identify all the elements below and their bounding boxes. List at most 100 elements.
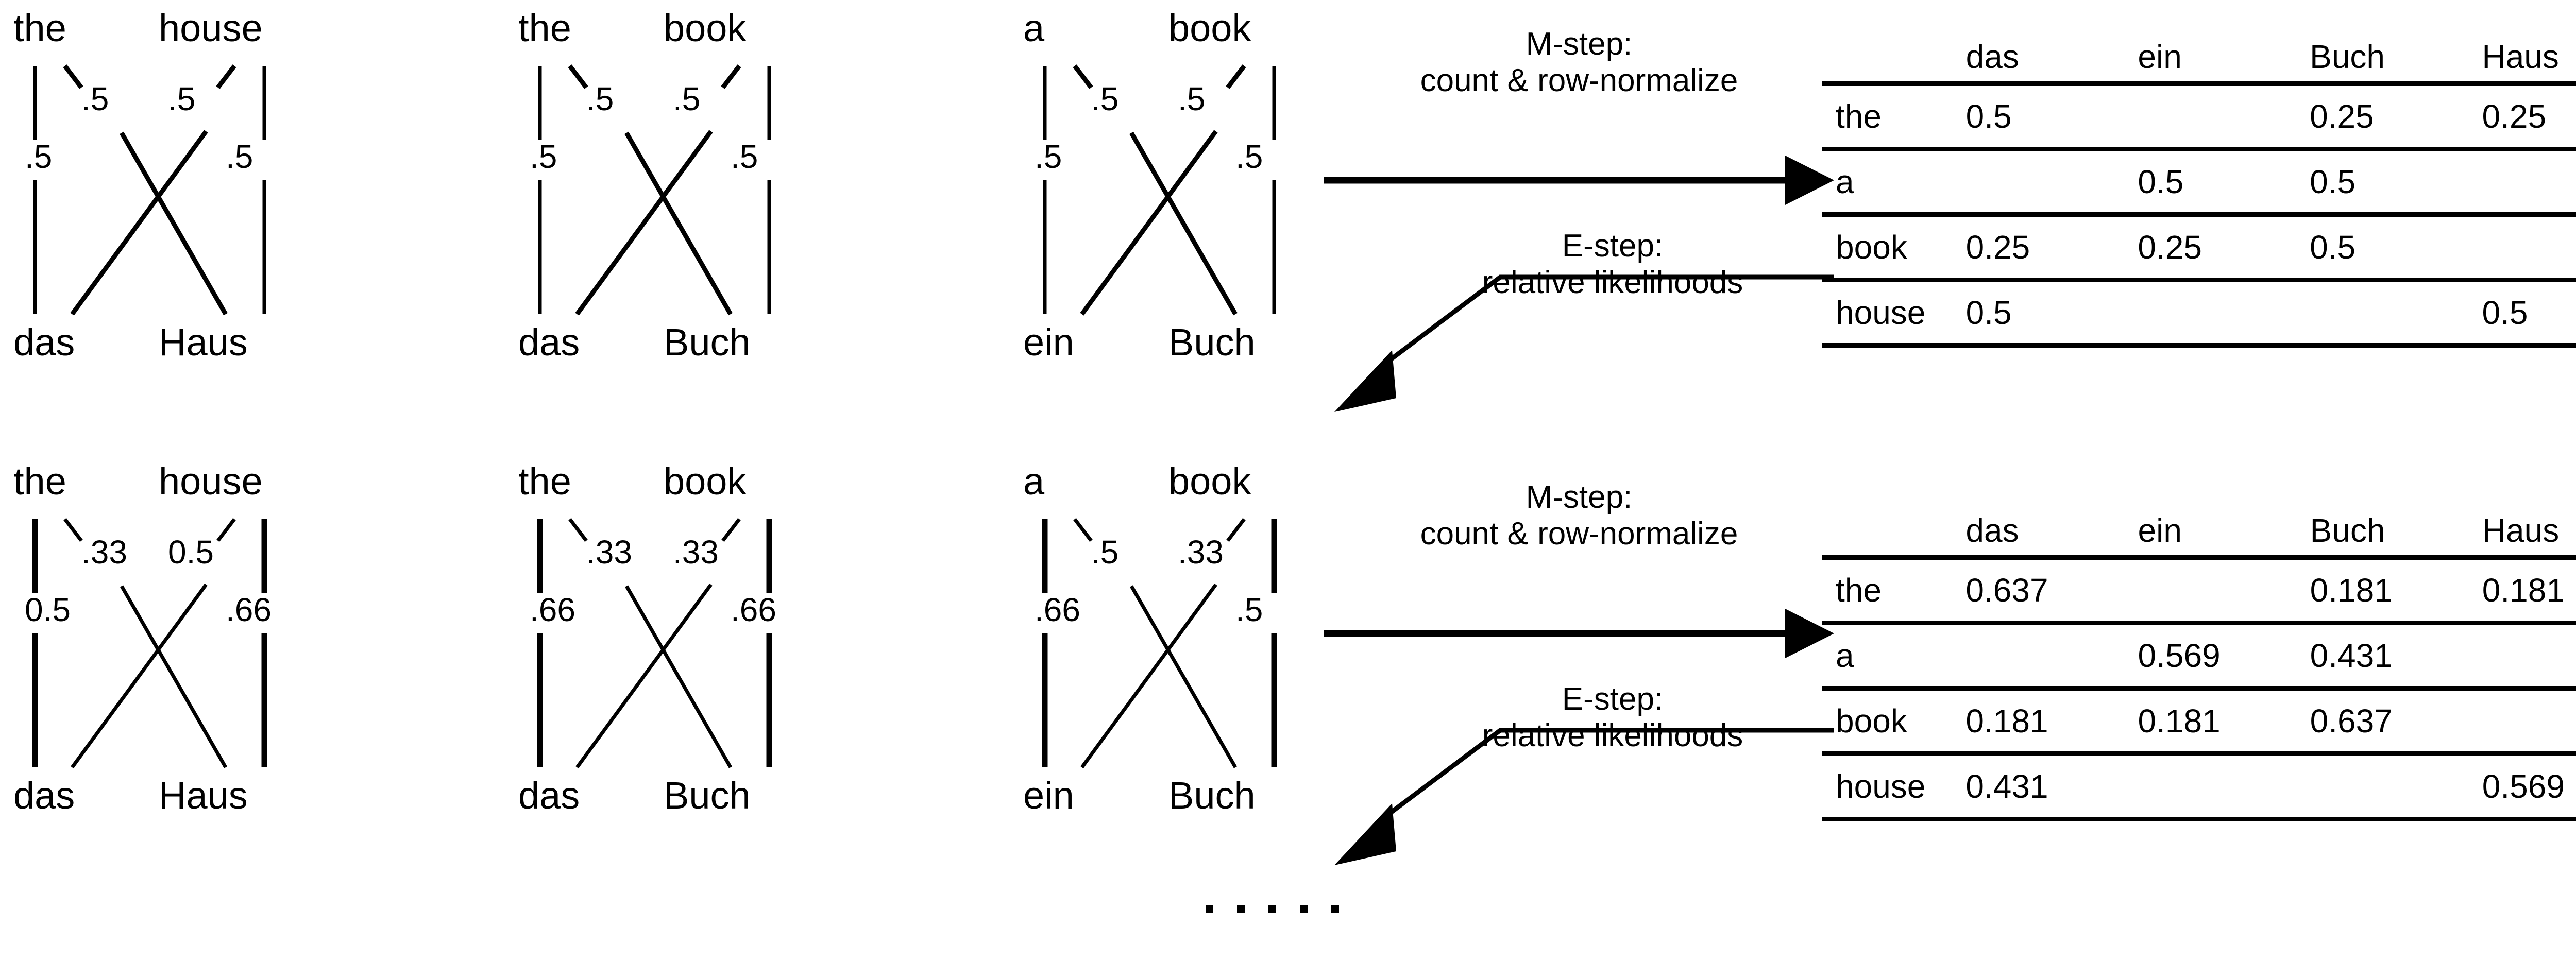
cell-house-buch [2310,754,2482,819]
m-step-label: M-step:count & row-normalize [1319,479,1839,553]
target-word-right: Haus [159,774,248,817]
link-probability-diagonal-left: .33 [586,534,632,571]
cell-book-buch: 0.5 [2310,229,2356,266]
cell-book-ein: 0.25 [2138,229,2202,266]
row-header-house: house [1836,768,1926,805]
link-probability-vertical-left: .5 [25,138,53,175]
diagonal-link-right-main [1080,583,1217,769]
ellipsis-dot [1268,905,1276,913]
row-header-book: book [1836,229,1907,266]
column-header-ein: ein [2138,512,2182,549]
diagonal-link-left-main [1129,585,1238,768]
e-step-arrow-head [1334,803,1396,865]
diagonal-link-left-stub [568,64,588,89]
target-word-right: Buch [1168,774,1256,817]
cell-a-das [1966,149,2138,215]
cell-book-haus [2482,689,2576,754]
diagonal-link-left-main [120,585,228,768]
diagonal-link-right-stub [1226,518,1246,542]
link-probability-vertical-right: .5 [226,138,253,175]
e-step-arrow-shaft [1374,728,1834,826]
cell-house-ein [2138,754,2310,819]
link-probability-diagonal-right: .5 [673,80,701,117]
diagonal-link-left-stub [1073,518,1093,542]
source-word-right: house [159,460,263,503]
column-header-buch: Buch [2310,512,2385,549]
e-step-description: relative likelihoods [1482,718,1743,754]
target-word-left: das [518,774,580,817]
link-probability-diagonal-left: .5 [1091,534,1119,571]
row-header-the: the [1836,98,1882,135]
e-step-title: E-step: [1562,681,1664,717]
cell-a-buch: 0.431 [2310,637,2393,674]
link-probability-vertical-left: .5 [530,138,557,175]
diagonal-link-left-main [624,131,733,316]
diagonal-link-right-main [1080,130,1218,316]
diagonal-link-left-stub [63,518,83,542]
e-step-label: E-step:relative likelihoods [1386,228,1839,301]
ellipsis-dot [1237,905,1245,913]
m-step-title: M-step: [1526,479,1633,515]
target-word-left: das [13,321,75,364]
diagonal-link-right-main [575,130,713,316]
row-header-a: a [1836,637,1854,674]
link-probability-diagonal-right: .5 [168,80,196,117]
diagonal-link-left-stub [1073,64,1093,89]
cell-house-haus: 0.569 [2482,768,2565,805]
source-word-right: book [1168,460,1251,503]
column-header-buch: Buch [2310,38,2385,75]
link-probability-diagonal-right: .5 [1178,80,1206,117]
cell-the-buch: 0.181 [2310,572,2393,609]
target-word-right: Haus [159,321,248,364]
e-step-arrow-shaft [1374,274,1834,373]
e-step-arrow-head [1334,350,1396,412]
table-row: book 0.25 0.25 0.5 [1822,214,2576,280]
cell-house-das: 0.5 [1965,294,2012,331]
cell-house-haus: 0.5 [2482,294,2528,331]
cell-the-das: 0.5 [1965,98,2012,135]
column-header-das: das [1965,512,2019,549]
table-corner-cell [1822,506,1965,558]
cell-the-ein [2138,84,2310,149]
diagonal-link-right-stub [216,518,236,542]
em-arrows [1324,609,1834,865]
cell-a-haus [2482,623,2576,689]
cell-the-buch: 0.25 [2310,98,2374,135]
diagonal-link-right-stub [1226,64,1246,89]
diagonal-link-left-main [624,585,733,768]
link-probability-diagonal-left: .33 [81,534,127,571]
cell-house-buch [2310,280,2482,346]
diagonal-link-right-stub [721,64,741,89]
cell-the-haus: 0.181 [2482,572,2565,609]
column-header-das: das [1965,38,2019,75]
column-header-ein: ein [2138,38,2182,75]
row-header-book: book [1836,702,1907,740]
cell-book-das: 0.25 [1965,229,2030,266]
link-probability-vertical-right: .66 [226,591,272,628]
target-word-left: ein [1023,774,1074,817]
m-step-label: M-step:count & row-normalize [1319,26,1839,99]
link-probability-vertical-right: .5 [1235,138,1263,175]
link-probability-vertical-left: 0.5 [25,591,71,628]
link-probability-diagonal-right: 0.5 [168,534,214,571]
m-step-arrow-head [1785,156,1834,205]
link-probability-diagonal-left: .5 [586,80,614,117]
cell-a-ein: 0.569 [2138,637,2221,674]
continuation-ellipsis [1206,905,1339,913]
m-step-arrow-head [1785,609,1834,658]
